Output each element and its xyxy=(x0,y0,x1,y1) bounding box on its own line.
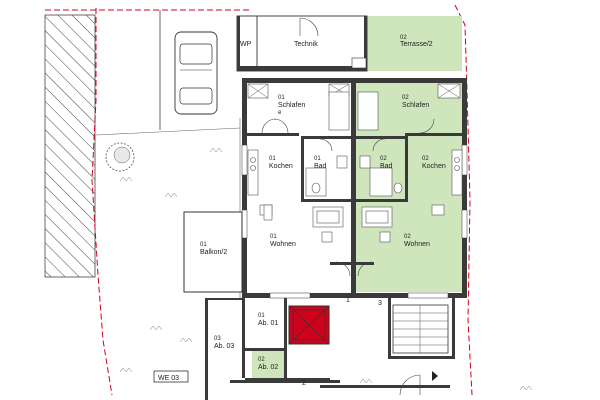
entry-marker-2: 2 xyxy=(302,380,306,387)
wall-top xyxy=(247,78,467,83)
marker-e: e xyxy=(278,110,282,116)
num-ab-01: 01 xyxy=(258,313,265,319)
label-balkon-01: Balkon/2 xyxy=(200,249,227,256)
num-terrasse: 02 xyxy=(400,35,407,41)
bed-02 xyxy=(357,91,379,131)
wall-bottom xyxy=(242,293,467,298)
num-wohnen-01: 01 xyxy=(270,234,277,240)
neighbour-building-hatch xyxy=(44,14,96,278)
lift-icon xyxy=(288,305,330,345)
label-ab-02: Ab. 02 xyxy=(258,364,278,371)
label-kochen-01: Kochen xyxy=(269,163,293,170)
living-02-furniture xyxy=(361,206,393,243)
num-schlafen-02: 02 xyxy=(402,95,409,101)
num-ab-03: 03 xyxy=(214,336,221,342)
label-technik: Technik xyxy=(294,41,318,48)
footpath-line xyxy=(95,127,241,136)
bath-02-sink xyxy=(359,155,371,169)
technik-door-swing xyxy=(299,17,319,37)
chimney-left xyxy=(351,57,367,69)
tree-icon xyxy=(105,142,135,172)
wall-left-upper xyxy=(242,78,247,298)
bath-02-shower xyxy=(369,167,393,197)
entrance-arrow-icon xyxy=(432,371,438,381)
num-bad-02: 02 xyxy=(380,156,387,162)
label-bad-02: Bad xyxy=(380,163,393,170)
property-boundary-right xyxy=(454,4,473,396)
property-boundary-left xyxy=(91,8,113,396)
num-kochen-02: 02 xyxy=(422,156,429,162)
label-schlafen-02: Schlafen xyxy=(402,102,429,109)
label-wohnen-02: Wohnen xyxy=(404,241,430,248)
label-bad-01: Bad xyxy=(314,163,327,170)
num-schlafen-01: 01 xyxy=(278,95,285,101)
num-wohnen-02: 02 xyxy=(404,234,411,240)
kitchen-01-counter xyxy=(247,149,259,196)
label-schlafen-01: Schlafen xyxy=(278,102,305,109)
num-ab-02: 02 xyxy=(258,357,265,363)
label-kochen-02: Kochen xyxy=(422,163,446,170)
label-ab-01: Ab. 01 xyxy=(258,320,278,327)
balkon-01 xyxy=(183,211,243,293)
wall-middle xyxy=(351,83,356,293)
num-bad-01: 01 xyxy=(314,156,321,162)
bath-01-shower xyxy=(305,167,327,197)
label-we-03: WE 03 xyxy=(158,375,179,382)
wall-right xyxy=(462,78,467,298)
label-terrasse: Terrasse/2 xyxy=(400,41,433,48)
label-ab-03: Ab. 03 xyxy=(214,343,234,350)
living-01-furniture xyxy=(312,206,344,243)
we-03-box xyxy=(153,370,189,383)
label-wohnen-01: Wohnen xyxy=(270,241,296,248)
bed-01 xyxy=(328,91,350,131)
entry-marker-1: 1 xyxy=(346,297,350,304)
num-kochen-01: 01 xyxy=(269,156,276,162)
num-balkon-01: 01 xyxy=(200,242,207,248)
staircase xyxy=(392,304,449,354)
bath-01-sink xyxy=(336,155,348,169)
label-wp: WP xyxy=(240,41,252,48)
grass-marks xyxy=(119,147,533,391)
terrasse-02-area xyxy=(366,16,462,71)
car-icon xyxy=(174,31,218,115)
kitchen-02-counter xyxy=(451,149,463,196)
ab-02-area xyxy=(252,350,284,380)
entry-marker-3: 3 xyxy=(378,300,382,307)
